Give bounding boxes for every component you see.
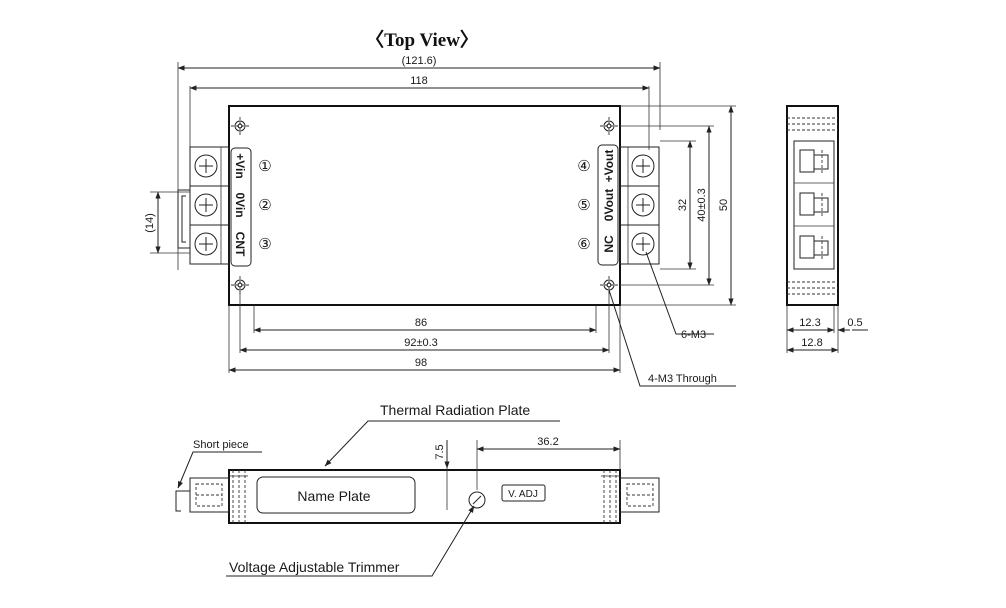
output-terminal-block	[619, 146, 660, 265]
dim-32: 32	[677, 199, 689, 211]
terminal-number-3: ③	[258, 236, 271, 253]
dim-height-14: (14)	[144, 213, 156, 233]
module-body	[228, 105, 621, 306]
terminal-label-vin-zero: 0Vin	[233, 192, 247, 217]
dim-side-12-3: 12.3	[799, 317, 820, 329]
terminal-number-1: ①	[258, 158, 271, 175]
callout-short-piece: Short piece	[193, 439, 249, 451]
dim-92: 92±0.3	[404, 337, 438, 349]
dim-86: 86	[415, 317, 427, 329]
dim-98: 98	[415, 357, 427, 369]
input-label-strip	[230, 147, 252, 267]
screw-icon	[194, 193, 218, 217]
leader-short-piece	[177, 451, 262, 489]
terminal-number-2: ②	[258, 197, 271, 214]
screw-icon	[631, 154, 655, 178]
terminal-number-4: ④	[577, 158, 590, 175]
v-adj-box	[501, 484, 546, 502]
dim-side-0-5: 0.5	[847, 317, 862, 329]
output-label-strip	[597, 144, 619, 266]
screw-icon	[194, 232, 218, 256]
leader-trimmer	[226, 505, 475, 577]
screw-icon	[631, 232, 655, 256]
name-plate-label: Name Plate	[297, 488, 370, 504]
terminal-label-vin-plus: +Vin	[233, 153, 247, 178]
leader-through-holes	[608, 289, 736, 387]
screw-icon	[194, 154, 218, 178]
name-plate	[256, 476, 416, 514]
dim-front-36-2: 36.2	[537, 436, 558, 448]
terminal-label-cnt: CNT	[233, 232, 247, 257]
dim-overall-length: (121.6)	[402, 55, 437, 67]
callout-through-holes: 4-M3 Through	[648, 373, 717, 385]
terminal-label-vout-plus: +Vout	[602, 150, 616, 183]
view-title: 〈Top View〉	[365, 28, 479, 51]
dim-40: 40±0.3	[696, 188, 708, 222]
v-adj-label: V. ADJ	[508, 489, 538, 500]
terminal-label-nc: NC	[602, 235, 616, 253]
terminal-number-6: ⑥	[577, 236, 590, 253]
dim-front-7-5: 7.5	[434, 444, 446, 459]
terminal-label-vout-zero: 0Vout	[602, 189, 616, 221]
callout-trimmer: Voltage Adjustable Trimmer	[229, 559, 400, 575]
leader-thermal-plate	[324, 420, 560, 467]
dim-side-12-8: 12.8	[801, 337, 822, 349]
dim-length-118: 118	[410, 75, 428, 87]
trimmer-icon	[468, 491, 486, 509]
left-connector-stub	[175, 477, 230, 513]
screw-icon	[631, 193, 655, 217]
callout-screws: 6-M3	[681, 329, 706, 341]
front-view-body	[228, 469, 621, 524]
terminal-number-5: ⑤	[577, 197, 590, 214]
right-connector-stub	[619, 477, 660, 513]
side-view	[786, 105, 839, 306]
dim-50: 50	[718, 199, 730, 211]
input-terminal-block	[177, 146, 230, 265]
callout-thermal-plate: Thermal Radiation Plate	[380, 402, 530, 418]
leader-screws	[645, 251, 714, 335]
